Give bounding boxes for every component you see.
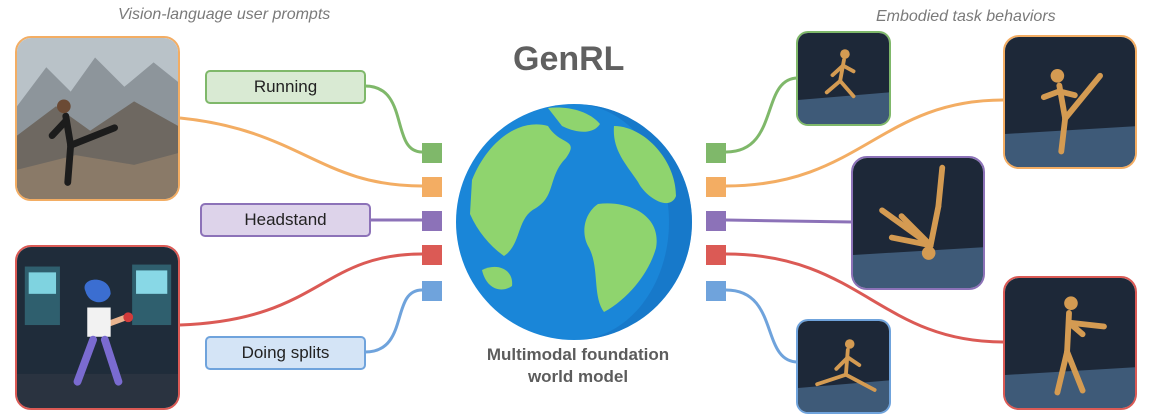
connector-punch-out (725, 252, 1004, 344)
connector-running-in (364, 84, 423, 154)
connector-photo-in (179, 116, 423, 188)
connector-splits-in (364, 288, 423, 354)
connector-anime-in (179, 252, 423, 327)
earth-globe-icon (456, 104, 692, 340)
humanoid-splits (796, 319, 891, 414)
port-left-orange (422, 177, 442, 197)
model-subtitle: Multimodal foundation world model (458, 344, 698, 388)
anime-fighter-arcade-illustration (15, 245, 180, 410)
humanoid-running (796, 31, 891, 126)
port-right-purple (706, 211, 726, 231)
model-subtitle-line1: Multimodal foundation (486, 345, 670, 364)
right-heading: Embodied task behaviors (876, 8, 1056, 25)
prompt-running-label: Running (253, 77, 318, 96)
humanoid-headstand (851, 156, 985, 290)
model-title: GenRL (513, 40, 625, 78)
connector-splits-out (725, 288, 799, 364)
prompt-splits: Doing splits (205, 336, 366, 370)
humanoid-punch (1003, 276, 1137, 410)
port-right-orange (706, 177, 726, 197)
connector-headstand-out (725, 218, 854, 224)
port-right-red (706, 245, 726, 265)
connector-kick-out (725, 98, 1004, 188)
port-left-blue (422, 281, 442, 301)
prompt-running: Running (205, 70, 366, 104)
port-right-blue (706, 281, 726, 301)
port-left-purple (422, 211, 442, 231)
port-left-red (422, 245, 442, 265)
humanoid-high-kick (1003, 35, 1137, 169)
prompt-headstand-label: Headstand (244, 210, 327, 229)
prompt-headstand: Headstand (200, 203, 371, 237)
connector-running-out (725, 76, 799, 154)
port-right-green (706, 143, 726, 163)
port-left-green (422, 143, 442, 163)
martial-arts-kick-photo (15, 36, 180, 201)
left-heading: Vision-language user prompts (118, 6, 331, 23)
model-subtitle-line2: world model (527, 367, 629, 386)
prompt-splits-label: Doing splits (241, 343, 330, 362)
